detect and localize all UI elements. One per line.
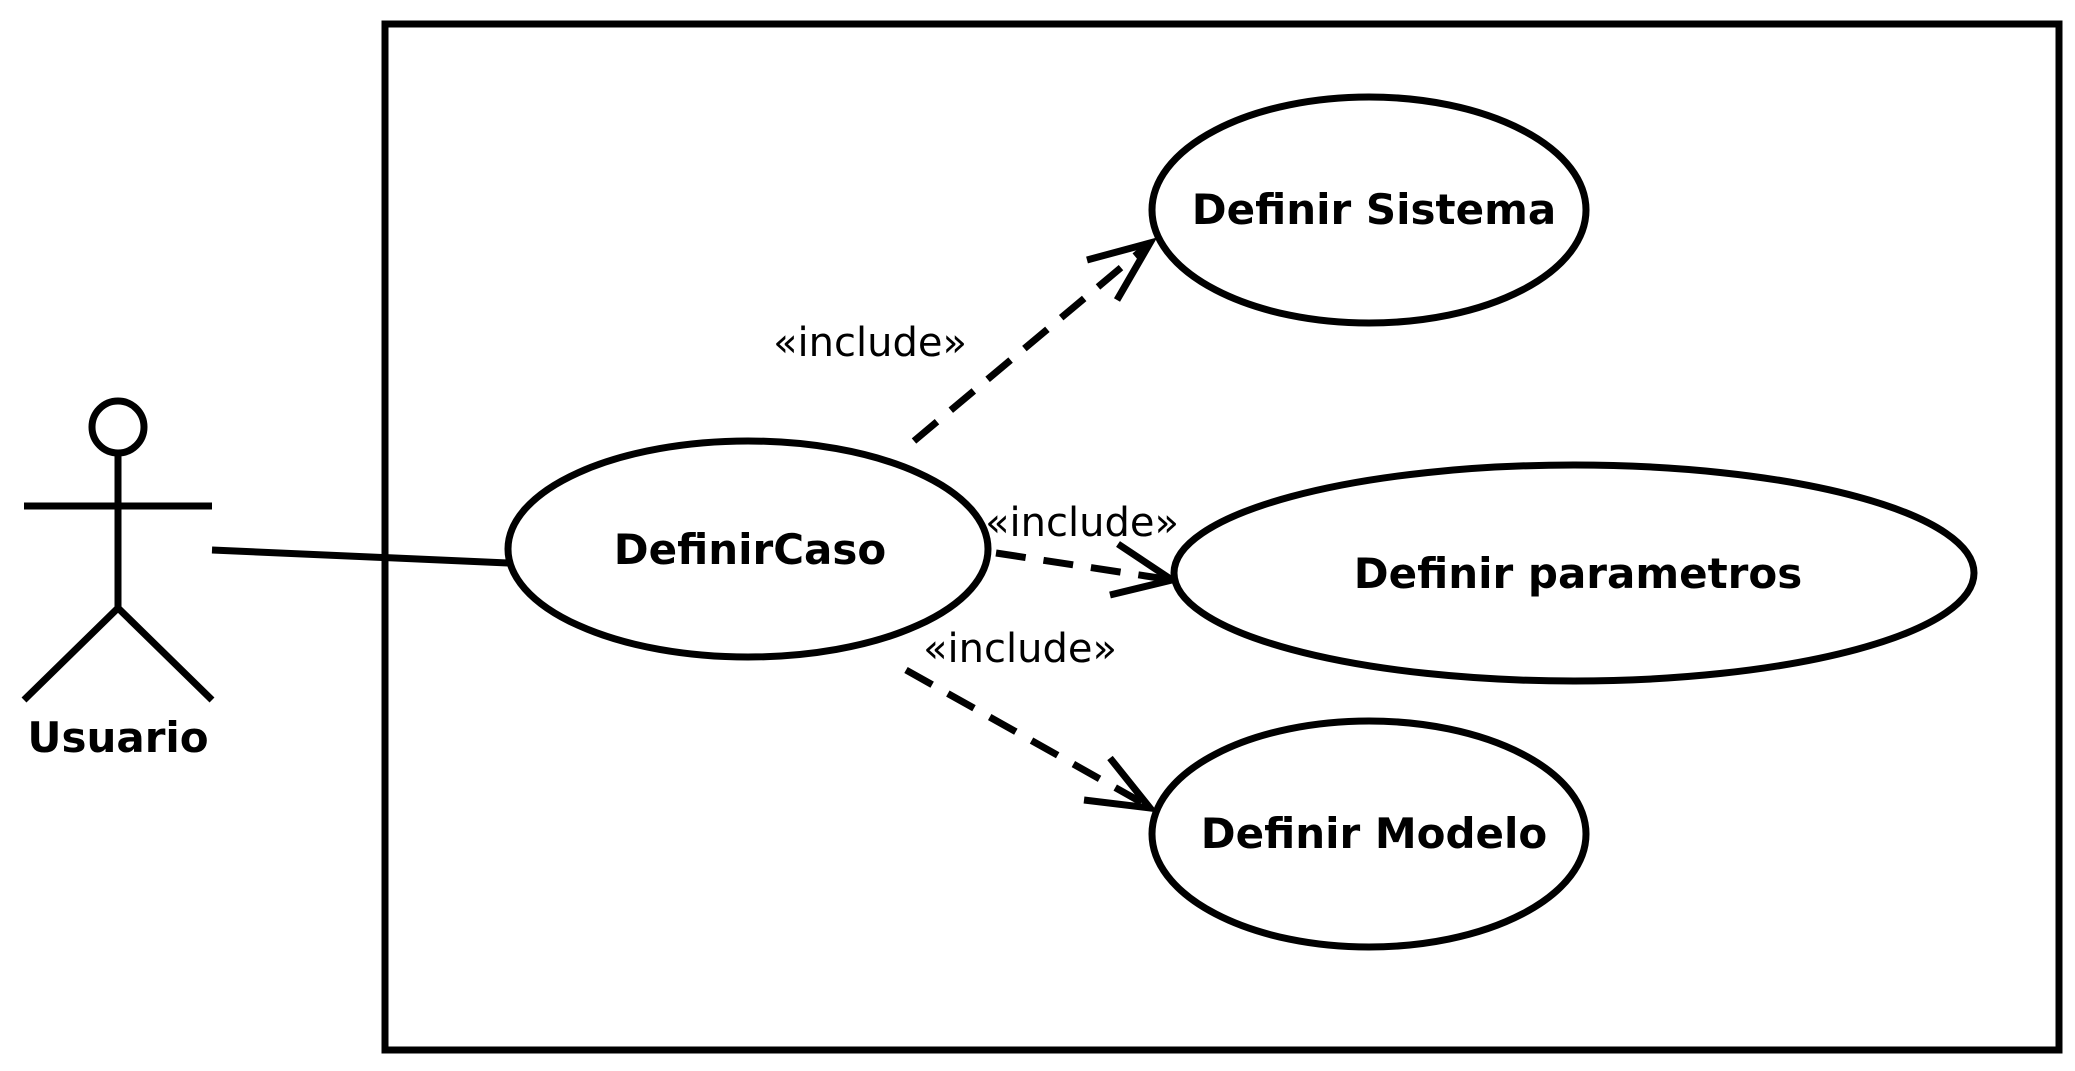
include-label-sistema: «include» [773, 320, 967, 366]
use-case-definir-parametros[interactable]: Definir parametros [1170, 461, 1978, 685]
actor-right-leg [115, 605, 215, 703]
use-case-definir-sistema-label: Definir Sistema [1192, 185, 1556, 234]
include-line-sistema [911, 242, 1151, 444]
include-line-modelo [904, 666, 1150, 810]
arrowhead-modelo [1083, 755, 1159, 813]
use-case-definir-sistema[interactable]: Definir Sistema [1148, 93, 1590, 327]
use-case-definir-sistema-shape [1148, 93, 1590, 327]
include-line-parametros [995, 549, 1173, 584]
use-case-definir-parametros-shape [1170, 461, 1978, 685]
use-case-definir-modelo-label: Definir Modelo [1201, 809, 1548, 858]
use-case-definir-modelo-shape [1148, 717, 1590, 951]
use-case-definircaso-label: DefinirCaso [614, 525, 887, 574]
include-label-modelo: «include» [923, 626, 1117, 672]
use-case-definir-modelo[interactable]: Definir Modelo [1148, 717, 1590, 951]
use-case-definir-parametros-label: Definir parametros [1354, 549, 1802, 598]
use-case-definircaso[interactable]: DefinirCaso [504, 437, 992, 661]
arrowhead-sistema [1086, 237, 1158, 302]
use-case-definircaso-shape [504, 437, 992, 661]
actor-usuario[interactable]: Usuario [21, 397, 215, 762]
actor-label: Usuario [27, 713, 208, 762]
system-boundary [381, 20, 2063, 1054]
actor-left-leg [21, 605, 121, 703]
include-label-parametros: «include» [985, 500, 1179, 546]
association-line [211, 546, 509, 567]
actor-head [88, 397, 148, 457]
